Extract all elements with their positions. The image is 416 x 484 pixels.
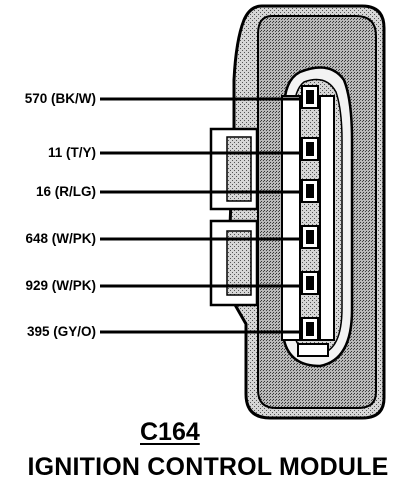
terminal-1 <box>301 85 319 109</box>
connector-id: C164 <box>140 418 200 446</box>
terminal-6 <box>301 317 319 341</box>
terminal-3 <box>301 179 319 203</box>
pin-label-5: 929 (W/PK) <box>25 278 96 293</box>
pin-label-4: 648 (W/PK) <box>25 231 96 246</box>
module-name: IGNITION CONTROL MODULE <box>27 453 389 481</box>
bottom-key-tab <box>297 343 329 357</box>
pin-label-2: 11 (T/Y) <box>47 145 96 160</box>
latch-block-upper-inner <box>226 136 252 202</box>
pin-label-1: 570 (BK/W) <box>24 91 96 106</box>
terminal-rail-left <box>281 95 301 341</box>
terminal-5 <box>301 271 319 295</box>
terminal-rail-right <box>319 95 335 341</box>
pin-label-6: 395 (GY/O) <box>26 324 96 339</box>
terminal-2 <box>301 137 319 161</box>
terminal-4 <box>301 225 319 249</box>
pin-label-3: 16 (R/LG) <box>35 184 96 199</box>
latch-block-lower-inner <box>226 230 252 296</box>
